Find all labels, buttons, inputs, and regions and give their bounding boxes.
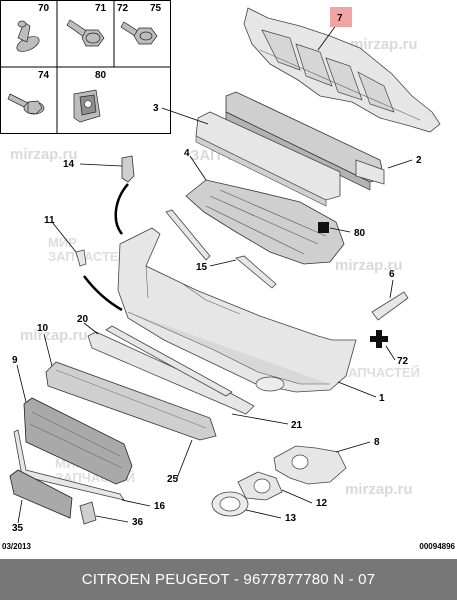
callout-12: 12 <box>316 498 328 509</box>
watermark-layer: mirzap.ru mirzap.ru ЗАПЧАСТЕЙ МИР ЗАПЧАС… <box>10 36 420 498</box>
callout-3: 3 <box>153 103 159 114</box>
fog-ring-part <box>211 491 249 517</box>
part-number-caption: CITROEN PEUGEOT - 9677877780 N - 07 <box>81 571 376 588</box>
fastener-number: 72 <box>117 3 129 14</box>
watermark-brand-top: mirzap.ru <box>350 36 418 53</box>
push-rivet-icon <box>16 20 40 52</box>
fastener-number: 74 <box>38 70 50 81</box>
callout-2: 2 <box>416 155 422 166</box>
callout-10: 10 <box>37 323 49 334</box>
leader-lines <box>16 23 413 524</box>
callout-36: 36 <box>132 517 144 528</box>
highlight-marker <box>330 7 352 27</box>
callout-7: 7 <box>337 13 343 24</box>
fastener-number: 80 <box>95 70 107 81</box>
watermark-brand-bottom: mirzap.ru <box>345 481 413 498</box>
fog-bracket-part <box>273 445 347 485</box>
callout-25: 25 <box>167 474 179 485</box>
caption-bar: CITROEN PEUGEOT - 9677877780 N - 07 <box>0 559 457 600</box>
callout-20: 20 <box>77 314 89 325</box>
watermark-line2-left: ЗАПЧАСТЕЙ <box>48 249 128 264</box>
watermark-line2-right: ЗАПЧАСТЕЙ <box>340 365 420 380</box>
callout-4: 4 <box>184 148 190 159</box>
cross-marker-icon <box>370 330 388 348</box>
absorber-part <box>195 111 341 207</box>
callout-14: 14 <box>63 159 75 170</box>
clip-part <box>79 501 97 525</box>
callout-1: 1 <box>379 393 385 404</box>
trim-strip-part <box>165 209 277 289</box>
flange-screw-icon <box>66 19 105 47</box>
callout-15: 15 <box>196 262 208 273</box>
left-bracket-part <box>121 155 135 183</box>
callout-80: 80 <box>354 228 366 239</box>
watermark-brand-left: mirzap.ru <box>10 146 78 163</box>
clip-nut-icon <box>73 89 101 123</box>
fixing-curve <box>114 183 129 235</box>
fastener-box: 70 71 72 75 74 80 <box>0 0 171 134</box>
fog-lamp-part <box>237 471 283 501</box>
upper-grille-frame-part <box>243 7 441 133</box>
middle-grille-part <box>45 361 217 441</box>
callout-21: 21 <box>291 420 303 431</box>
watermark-brand-right: mirzap.ru <box>335 257 403 274</box>
washer-bolt-icon <box>7 93 45 115</box>
fastener-number: 70 <box>38 3 50 14</box>
lower-grille-part <box>23 397 133 485</box>
watermark-brand-midleft: mirzap.ru <box>20 327 88 344</box>
callout-13: 13 <box>285 513 297 524</box>
callout-16: 16 <box>154 501 166 512</box>
lower-deflector-part <box>185 179 345 265</box>
callout-6: 6 <box>389 269 395 280</box>
bumper-cover-part <box>117 227 357 393</box>
callout-layer: 7 3 2 14 4 80 11 15 6 72 10 20 9 1 21 8 … <box>12 7 422 534</box>
fixing-curve <box>83 275 123 312</box>
hex-bolt-icon <box>120 21 158 45</box>
fastener-number: 71 <box>95 3 107 14</box>
callout-11: 11 <box>44 215 55 226</box>
parts-diagram: mirzap.ru mirzap.ru ЗАПЧАСТЕЙ МИР ЗАПЧАС… <box>0 0 441 534</box>
callout-8: 8 <box>374 437 380 448</box>
clip-nut-icon <box>318 222 329 233</box>
side-guide-part <box>371 291 409 321</box>
callout-72: 72 <box>397 356 409 367</box>
callout-9: 9 <box>12 355 18 366</box>
diagram-code: 00094896 <box>419 542 455 551</box>
callout-35: 35 <box>12 523 24 534</box>
watermark-line1-left: МИР <box>48 235 77 250</box>
side-clip-part <box>75 249 87 267</box>
diagram-date: 03/2013 <box>2 542 31 551</box>
fastener-number: 75 <box>150 3 162 14</box>
bottom-grille-part <box>9 469 73 519</box>
